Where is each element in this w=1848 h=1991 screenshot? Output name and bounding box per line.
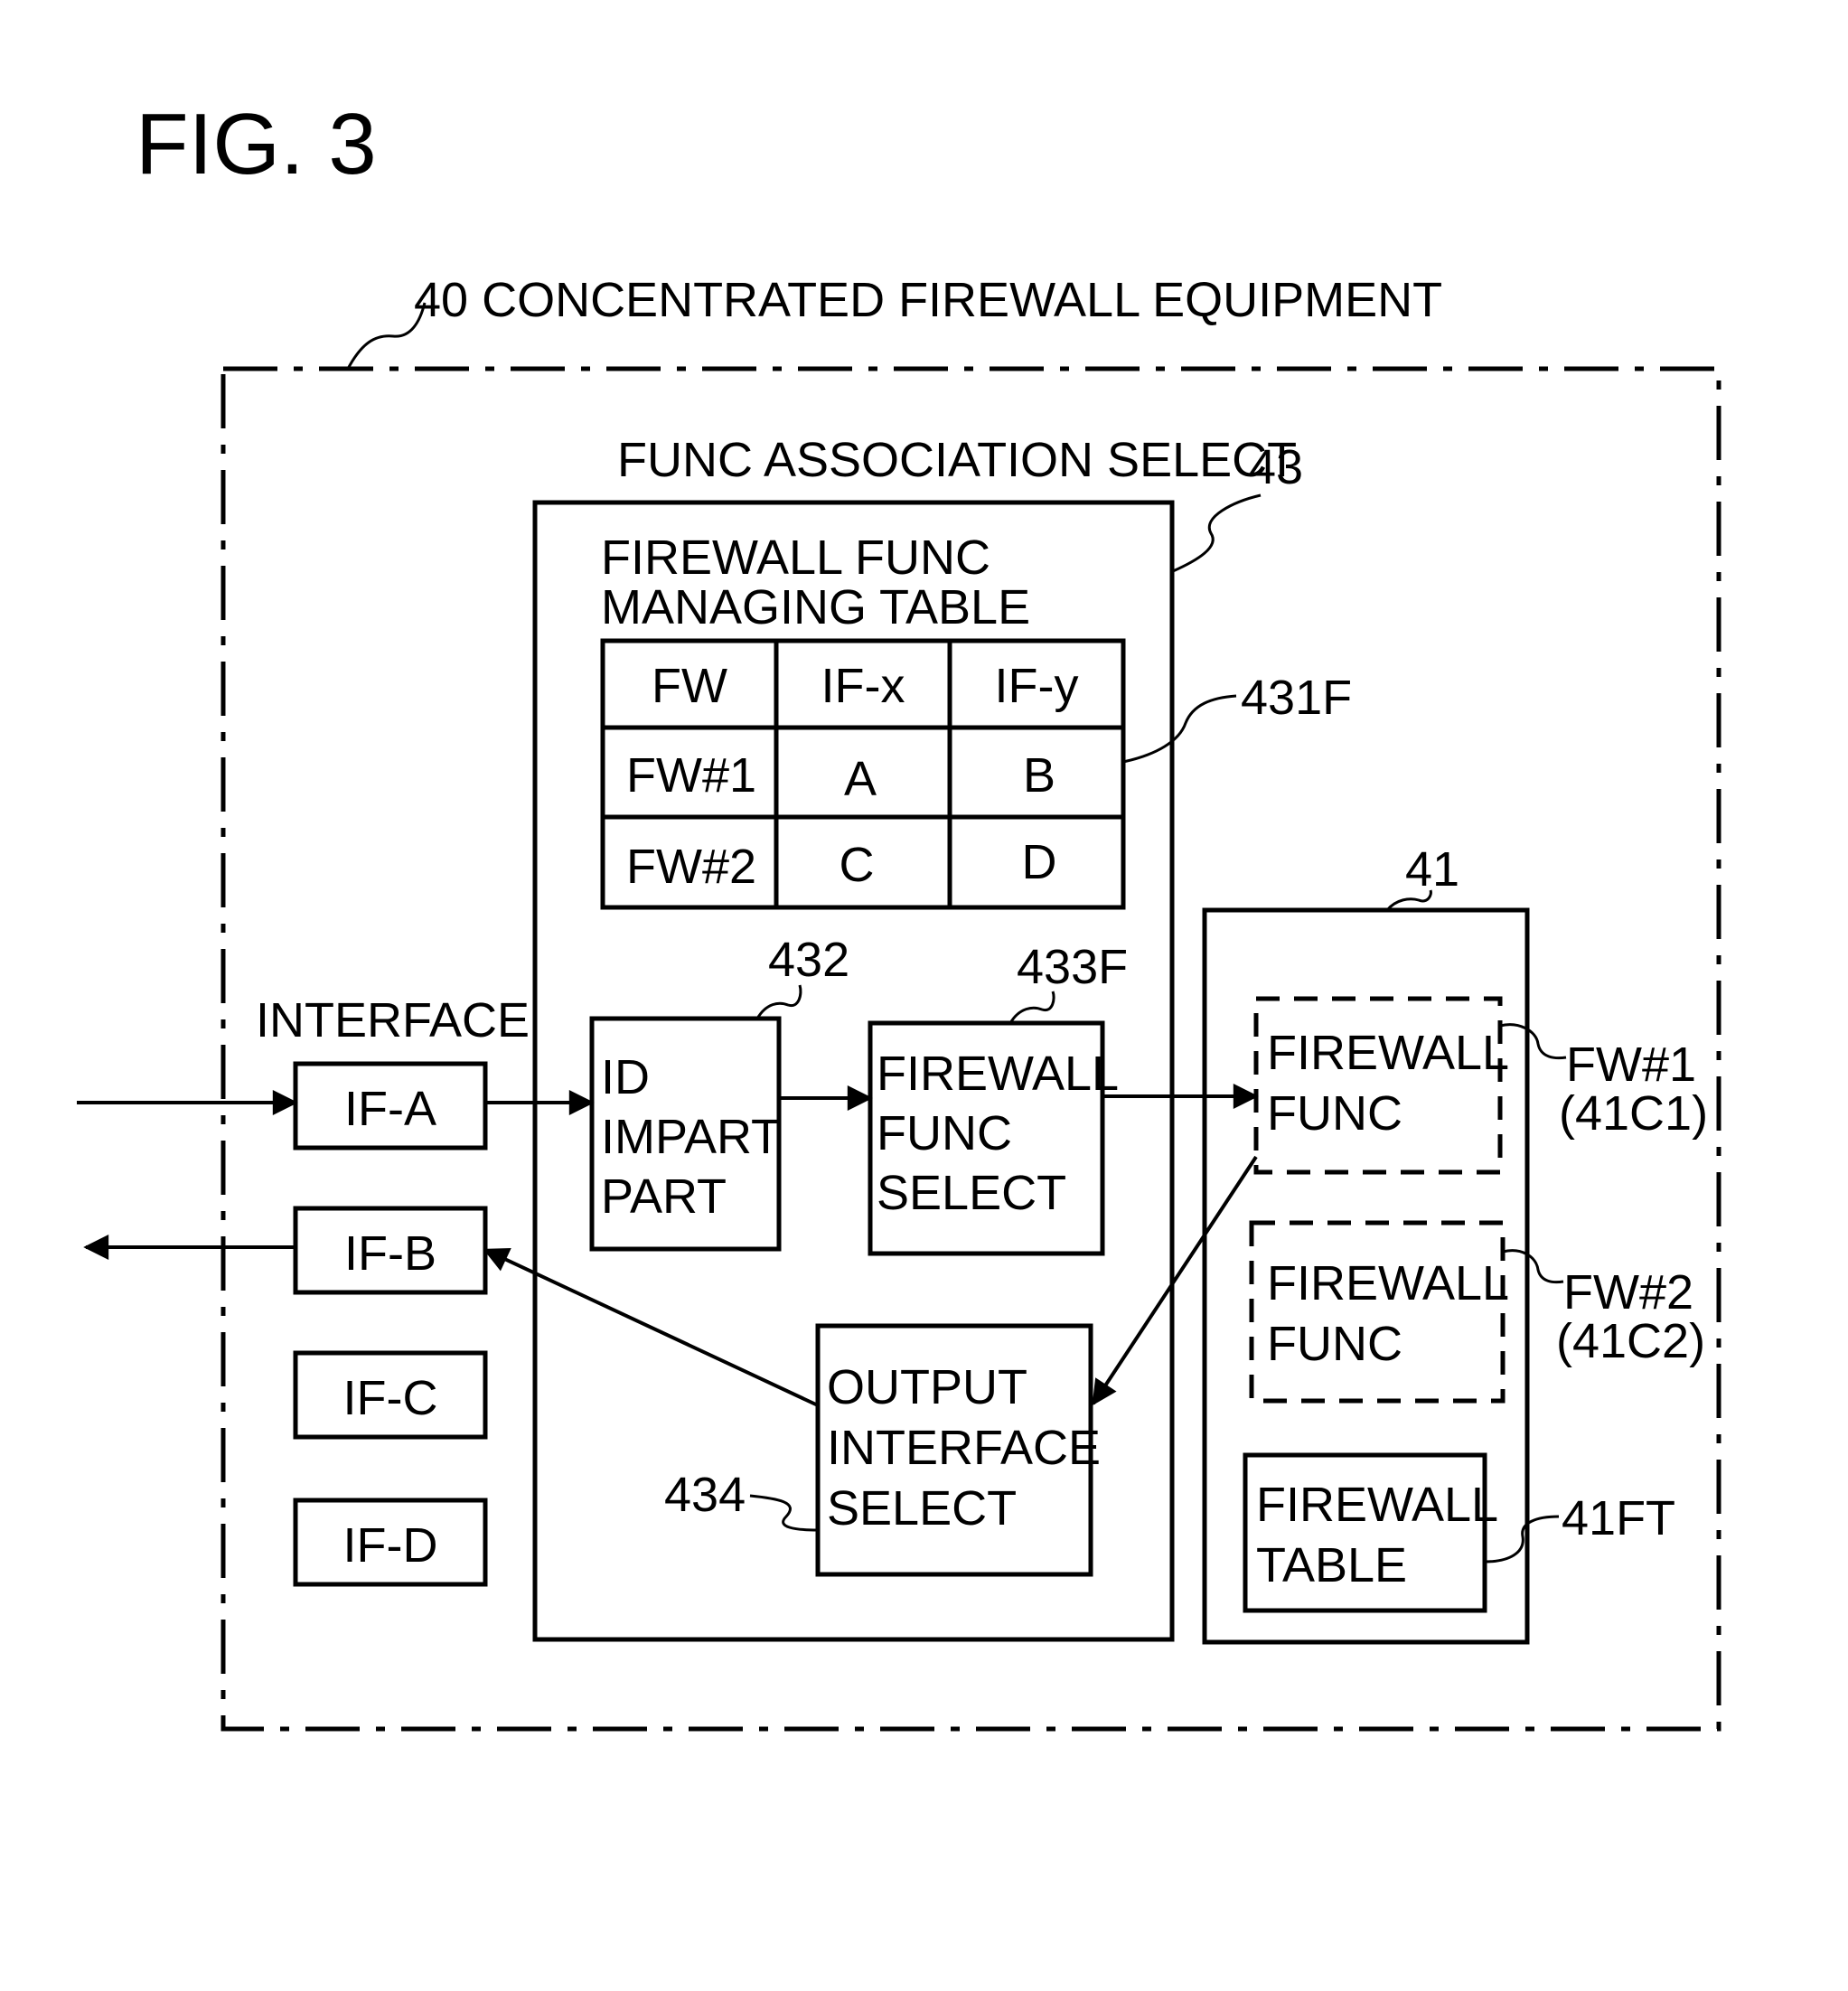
firewall-func1-ref-line1: FW#1 [1566, 1038, 1696, 1092]
fw-func-select-leader [1010, 991, 1054, 1023]
table-cell-text: FW#2 [626, 840, 756, 894]
firewall-table-line2: TABLE [1256, 1538, 1407, 1592]
id-impart-ref: 432 [768, 933, 849, 987]
func-association-leader [1173, 495, 1261, 571]
figure-title: FIG. 3 [136, 96, 377, 193]
managing-table-title-line2: MANAGING TABLE [601, 580, 1030, 634]
firewall-func2-line2: FUNC [1267, 1317, 1402, 1371]
firewall-func1-block [1256, 999, 1500, 1172]
fw-func-select-line3: SELECT [877, 1166, 1066, 1220]
id-impart-leader [757, 985, 801, 1019]
interface-if-b: IF-B [344, 1226, 436, 1281]
firewall-unit-ref: 41 [1405, 842, 1459, 897]
firewall-func1-ref-line2: (41C1) [1559, 1086, 1708, 1141]
firewall-func2-block [1252, 1223, 1503, 1401]
firewall-func2-ref-line2: (41C2) [1556, 1314, 1705, 1368]
table-cell-text: D [1022, 835, 1057, 889]
managing-table-title-line1: FIREWALL FUNC [601, 531, 990, 585]
firewall-table-ref: 41FT [1562, 1491, 1675, 1545]
table-header: IF-x [821, 659, 905, 713]
firewall-func1-line1: FIREWALL [1267, 1026, 1509, 1080]
func-association-label: FUNC ASSOCIATION SELECT [617, 433, 1297, 487]
id-impart-line2: IMPART [601, 1110, 781, 1164]
table-cell-text: FW#1 [626, 748, 756, 803]
fw-func-select-ref: 433F [1017, 940, 1128, 994]
interface-list: IF-A IF-B IF-C IF-D [295, 1064, 485, 1584]
fw-func-to-output-select-arrow [1093, 1157, 1256, 1404]
interface-if-c: IF-C [343, 1371, 438, 1425]
func-association-ref: 43 [1249, 440, 1303, 494]
table-cell-text: B [1023, 748, 1055, 803]
firewall-table-line1: FIREWALL [1256, 1478, 1498, 1532]
table-header: IF-y [995, 659, 1079, 713]
firewall-func2-line1: FIREWALL [1267, 1256, 1509, 1310]
fw-func-select-line2: FUNC [877, 1106, 1012, 1160]
fw-func-select-line1: FIREWALL [877, 1047, 1119, 1101]
output-select-ref: 434 [664, 1468, 746, 1522]
table-cell-text: C [840, 838, 875, 892]
table-header: FW [652, 659, 727, 713]
interface-label: INTERFACE [256, 993, 530, 1047]
firewall-func2-ref-line1: FW#2 [1563, 1265, 1693, 1320]
interface-if-a: IF-A [344, 1082, 436, 1136]
interface-if-d: IF-D [343, 1518, 438, 1573]
output-select-line2: INTERFACE [827, 1421, 1101, 1475]
id-impart-line1: ID [601, 1050, 650, 1104]
firewall-func1-leader [1500, 1025, 1566, 1058]
firewall-func1-line2: FUNC [1267, 1086, 1402, 1141]
equipment-label: 40 CONCENTRATED FIREWALL EQUIPMENT [414, 273, 1442, 327]
output-select-leader [750, 1496, 818, 1530]
table-cell-text: A [844, 752, 877, 806]
firewall-func2-leader [1503, 1251, 1563, 1282]
id-impart-line3: PART [601, 1169, 727, 1224]
output-select-line1: OUTPUT [827, 1360, 1027, 1414]
managing-table-leader [1123, 696, 1236, 762]
managing-table: FW IF-x IF-y FW#1 A B FW#2 C D [603, 641, 1123, 907]
managing-table-ref: 431F [1241, 671, 1352, 725]
output-select-line3: SELECT [827, 1481, 1017, 1536]
